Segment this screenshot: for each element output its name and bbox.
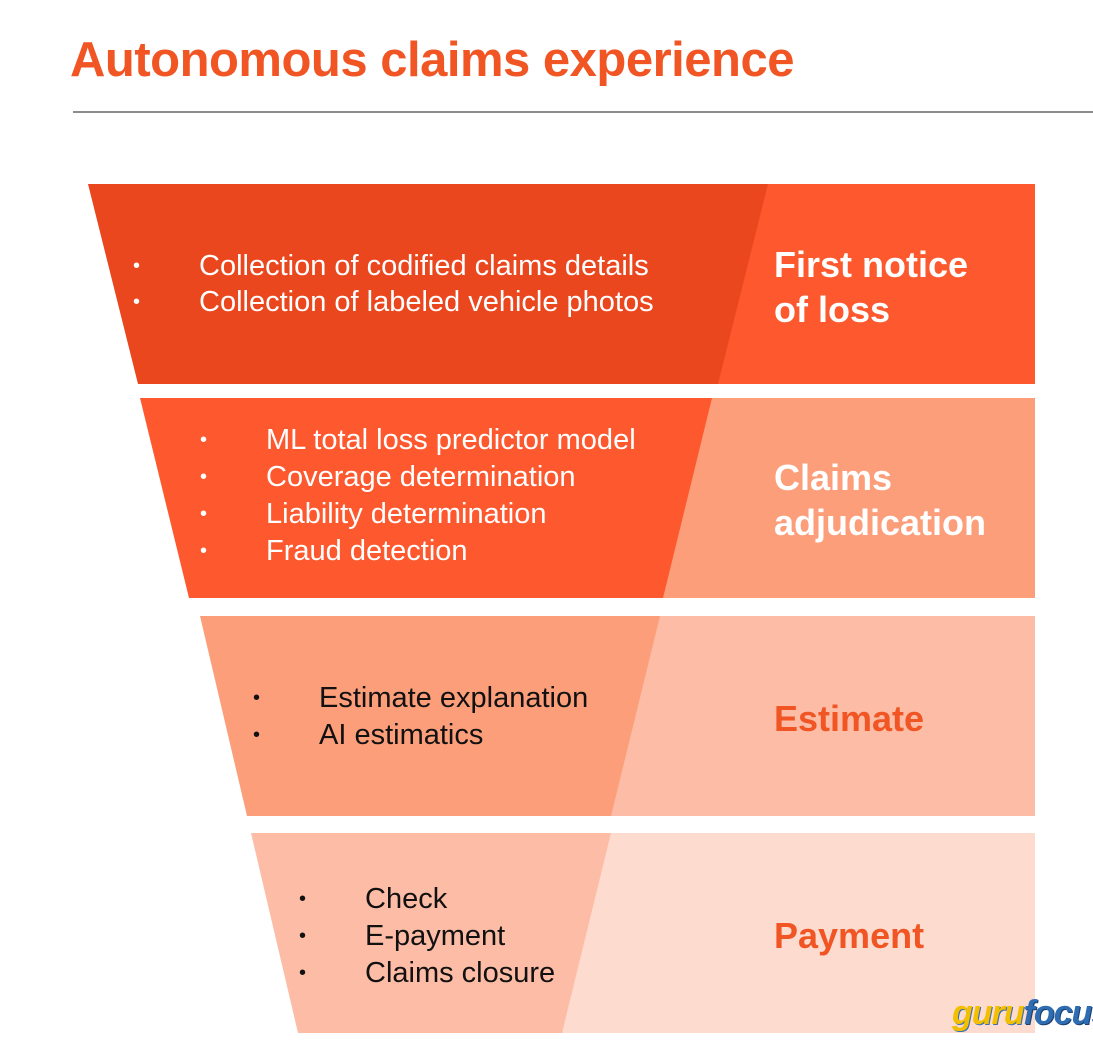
page-title: Autonomous claims experience — [70, 33, 794, 87]
stage-2-bullets: •ML total loss predictor model •Coverage… — [200, 422, 636, 570]
bullet-item: •Collection of labeled vehicle photos — [133, 284, 654, 321]
stage-3-funnel — [200, 616, 660, 816]
bullet-dot: • — [253, 724, 261, 746]
stage-2-label: Claims adjudication — [774, 457, 987, 543]
stage-1-label: First notice of loss — [774, 244, 969, 330]
stage-2-funnel — [140, 398, 712, 598]
bullet-dot: • — [133, 255, 141, 277]
bullet-dot: • — [200, 429, 208, 451]
bullet-item: •Fraud detection — [200, 533, 636, 570]
stage-3-band — [611, 616, 1035, 816]
bullet-dot: • — [200, 540, 208, 562]
stage-1-bullets: •Collection of codified claims details •… — [133, 248, 654, 321]
bullet-item: •Coverage determination — [200, 459, 636, 496]
bullet-dot: • — [299, 925, 307, 947]
bullet-item: •Claims closure — [299, 955, 555, 992]
bullet-item: •ML total loss predictor model — [200, 422, 636, 459]
stage-3-bullets: •Estimate explanation •AI estimatics — [253, 680, 588, 754]
bullet-item: •Collection of codified claims details — [133, 248, 654, 285]
stage-4-bullets: •Check •E-payment •Claims closure — [299, 881, 555, 992]
bullet-dot: • — [200, 466, 208, 488]
stage-2-band — [663, 398, 1035, 598]
bullet-dot: • — [133, 291, 141, 313]
bullet-item: •E-payment — [299, 918, 555, 955]
bullet-dot: • — [253, 687, 261, 709]
stage-4-funnel — [251, 833, 611, 1033]
stage-1-funnel — [88, 184, 768, 384]
bullet-item: •Check — [299, 881, 555, 918]
logo-part-focus: focus — [1023, 994, 1093, 1032]
stage-4-band — [562, 833, 1035, 1033]
bullet-item: •AI estimatics — [253, 717, 588, 754]
stage-1-band — [718, 184, 1035, 384]
logo-part-guru: guru — [952, 994, 1025, 1032]
bullet-dot: • — [299, 962, 307, 984]
bullet-dot: • — [299, 888, 307, 910]
bullet-item: •Liability determination — [200, 496, 636, 533]
bullet-dot: • — [200, 503, 208, 525]
gurufocus-logo: gurufocus — [952, 994, 1093, 1033]
stage-4-label: Payment — [774, 915, 925, 956]
stage-3-label: Estimate — [774, 698, 925, 739]
bullet-item: •Estimate explanation — [253, 680, 588, 717]
title-divider — [73, 111, 1093, 113]
